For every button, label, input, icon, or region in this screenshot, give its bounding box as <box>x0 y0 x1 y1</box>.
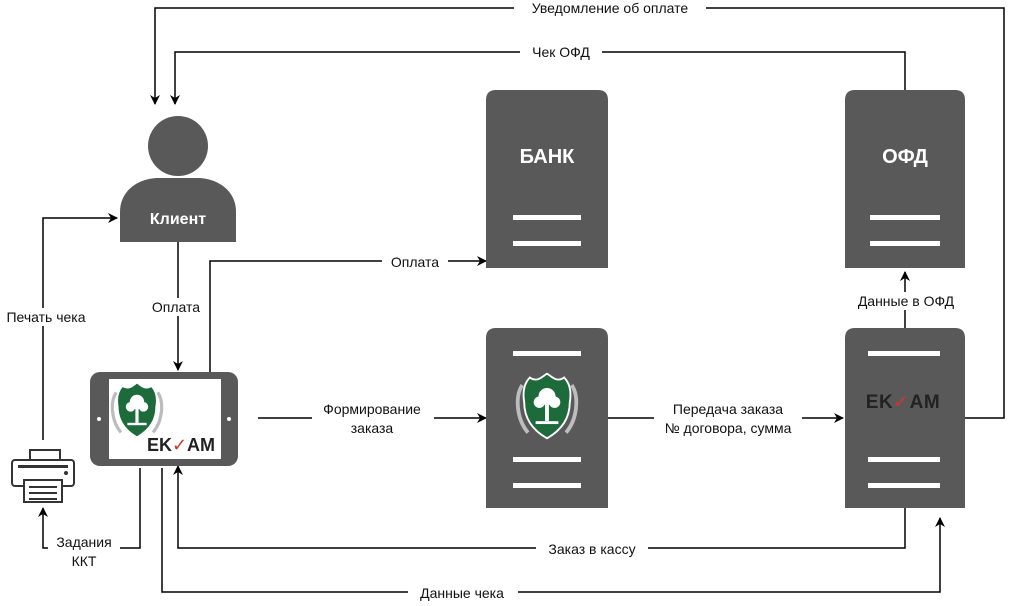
tablet-ekam-logo: EK✓AM <box>147 435 215 455</box>
receipt-data-connector <box>161 468 945 593</box>
bank-label: БАНК <box>520 146 576 168</box>
ekam-server-logo: EK✓AM <box>866 392 940 413</box>
order-transfer-label-line2: № договора, сумма <box>665 420 792 436</box>
payment-notice-connector <box>150 7 1005 419</box>
bank-server-icon <box>486 90 608 268</box>
tablet-crest-emblem-icon <box>110 381 164 439</box>
order-transfer-label-line1: Передача заказа <box>673 401 783 417</box>
ofd-server-icon <box>845 90 965 268</box>
payment-label: Оплата <box>152 299 200 315</box>
payment-to-bank-label: Оплата <box>391 254 439 270</box>
kkt-tasks-label-line2: ККТ <box>72 553 97 569</box>
payment-to-bank-connector <box>209 256 487 372</box>
payment-notice-label: Уведомление об оплате <box>532 0 689 16</box>
printer-icon <box>11 449 75 503</box>
data-to-ofd-label: Данные в ОФД <box>858 293 955 309</box>
receipt-data-label: Данные чека <box>420 585 504 601</box>
print-receipt-connector <box>42 213 118 440</box>
crest-emblem-icon <box>515 371 579 441</box>
order-to-register-label: Заказ в кассу <box>548 541 635 557</box>
kkt-tasks-label-line1: Задания <box>56 534 111 550</box>
ofd-receipt-label: Чек ОФД <box>532 44 590 60</box>
ofd-label: ОФД <box>882 146 928 168</box>
order-forming-label-line1: Формирование <box>323 401 421 417</box>
client-label: Клиент <box>150 211 206 228</box>
print-receipt-label: Печать чека <box>6 309 85 325</box>
client-user-icon <box>120 116 236 242</box>
ekam-server-icon <box>845 328 965 508</box>
order-forming-label-line2: заказа <box>351 420 394 436</box>
